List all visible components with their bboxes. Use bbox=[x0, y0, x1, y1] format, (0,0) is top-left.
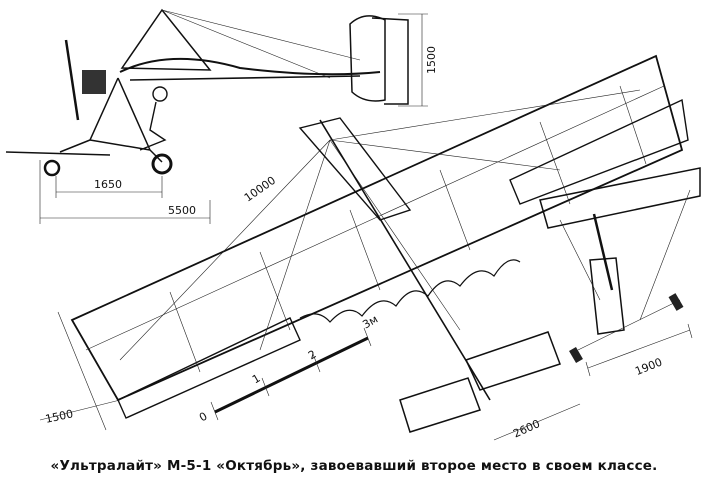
top-wing-spar bbox=[85, 85, 665, 351]
wing-trailing-edge bbox=[299, 259, 521, 323]
side-engine bbox=[82, 70, 106, 94]
tailplane-left bbox=[399, 377, 481, 433]
ultralight-blueprint: 1500 1650 5500 100 bbox=[5, 8, 701, 440]
chord-label: 1500 bbox=[44, 407, 74, 426]
side-nose-wheel bbox=[43, 159, 61, 177]
scale-bar: 0 1 2 3м bbox=[197, 313, 380, 425]
scale-tick-0: 0 bbox=[197, 410, 210, 425]
gear-distance-label: 1650 bbox=[94, 178, 122, 191]
side-view: 1500 1650 5500 bbox=[5, 8, 438, 224]
top-wing-outline bbox=[70, 54, 684, 402]
side-tail-fin bbox=[349, 15, 386, 102]
side-nose-boom bbox=[5, 151, 111, 156]
side-wing-profile bbox=[119, 57, 381, 76]
scale-tick-1: 1 bbox=[250, 372, 263, 387]
front-propeller bbox=[592, 213, 614, 291]
tailplane-right bbox=[464, 331, 561, 391]
top-bracing-wires bbox=[119, 89, 641, 361]
aileron-left bbox=[117, 317, 301, 419]
scale-bar-line bbox=[214, 336, 369, 414]
side-rudder bbox=[371, 17, 409, 105]
rear-length-label: 2600 bbox=[511, 417, 542, 440]
top-fuselage-boom bbox=[319, 119, 491, 401]
side-wing-pylon bbox=[120, 8, 212, 71]
front-view: 1900 2600 bbox=[493, 167, 701, 440]
wing-ribs bbox=[169, 85, 647, 373]
side-main-wheel bbox=[151, 153, 173, 175]
top-fuselage-frame bbox=[298, 117, 412, 221]
front-wing bbox=[539, 167, 701, 229]
aileron-right bbox=[509, 98, 689, 205]
scale-tick-3: 3м bbox=[360, 313, 380, 332]
side-tail-boom bbox=[129, 75, 361, 81]
front-wheel-left bbox=[569, 346, 583, 364]
front-wheel-right bbox=[668, 293, 684, 311]
scale-tick-2: 2 bbox=[306, 348, 319, 363]
track-label: 1900 bbox=[633, 355, 664, 378]
side-wires bbox=[161, 9, 361, 79]
pilot-body bbox=[139, 101, 167, 151]
tail-height-label: 1500 bbox=[425, 46, 438, 74]
top-view: 10000 1500 bbox=[39, 54, 689, 433]
front-fuselage bbox=[589, 257, 625, 335]
side-propeller bbox=[64, 39, 80, 121]
figure-caption: «Ультралайт» М-5-1 «Октябрь», завоевавши… bbox=[50, 458, 658, 474]
pilot-head bbox=[152, 86, 168, 102]
length-label: 5500 bbox=[168, 204, 196, 217]
side-frame bbox=[59, 77, 163, 163]
